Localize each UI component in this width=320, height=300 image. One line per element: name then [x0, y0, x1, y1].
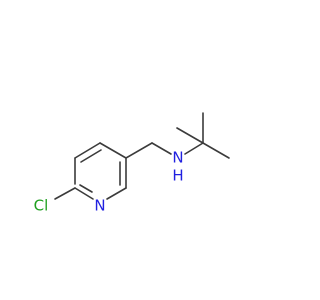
bond-c4-c5: [99, 142, 127, 159]
chlorine-atom-label: Cl: [34, 197, 49, 215]
bond-c3-c4: [74, 142, 101, 159]
amine-nitrogen-label: N: [172, 149, 183, 167]
bonds: [54, 112, 230, 200]
bond-c2-cl: [54, 187, 76, 200]
pyridine-nitrogen-label: N: [94, 197, 105, 215]
bond-n-c2-inner: [79, 184, 93, 193]
bond-n-cq: [184, 142, 204, 155]
molecule-structure: Cl N N H: [34, 112, 230, 215]
bond-cq-me-left: [176, 127, 204, 144]
amine-hydrogen-label: H: [172, 167, 183, 185]
bond-c3-c4-inner: [80, 149, 102, 163]
bond-n-c2: [74, 187, 94, 200]
bond-ch2-n: [151, 142, 172, 155]
bond-c5-ch2: [125, 142, 153, 159]
bond-cq-me-right: [202, 142, 230, 159]
bond-c6-n: [106, 187, 127, 200]
